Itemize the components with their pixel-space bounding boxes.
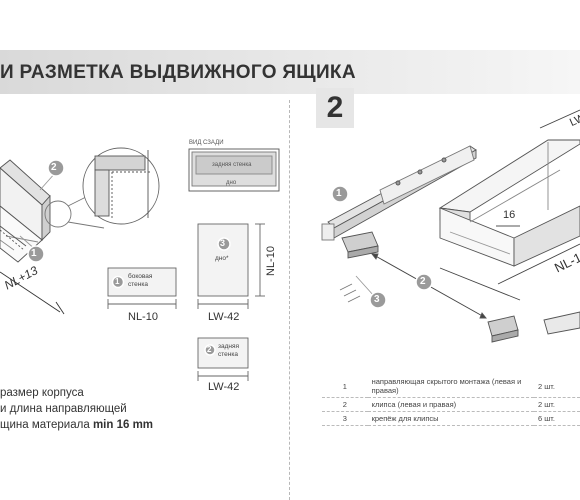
table-row: 3 крепёж для клипсы 6 шт. (322, 411, 580, 426)
legend-line-3-emphasis: min 16 mm (92, 419, 154, 431)
parts-table: 1 направляющая скрытого монтажа (левая и… (322, 375, 580, 426)
part-qty: 2 шт. (533, 397, 580, 412)
callout-3-bottom: 3 (220, 238, 226, 248)
page-title: И РАЗМЕТКА ВЫДВИЖНОГО ЯЩИКА (0, 62, 356, 83)
runner-illustration (321, 145, 477, 241)
legend-line-2: и длина направляющей (0, 403, 127, 415)
dim-back-width: LW-42 (208, 381, 240, 393)
title-banner (0, 50, 580, 94)
side-panel-label: боковая стенка (128, 273, 153, 288)
dim-bottom-width: LW-42 (208, 311, 240, 323)
part-qty: 6 шт. (533, 411, 580, 426)
table-row: 1 направляющая скрытого монтажа (левая и… (322, 375, 580, 398)
clip-illustration (341, 231, 580, 343)
callout-2-back: 2 (207, 345, 212, 354)
callout-2-right: 2 (420, 276, 426, 287)
back-panel-label: задняя стенка (218, 343, 240, 358)
part-number: 3 (322, 411, 368, 426)
part-qty: 2 шт. (533, 375, 580, 398)
part-number: 1 (322, 375, 368, 398)
dim-bottom-height: NL-10 (265, 246, 277, 276)
legend-line-1: размер корпуса (0, 387, 84, 399)
legend: размер корпуса и длина направляющей щина… (0, 385, 153, 433)
table-row: 2 клипса (левая и правая) 2 шт. (322, 397, 580, 412)
callout-1-right: 1 (336, 188, 342, 199)
part-name: крепёж для клипсы (367, 411, 534, 426)
legend-line-3: щина материала min 16 mm (0, 417, 153, 433)
callout-1-left: 1 (31, 248, 37, 259)
rear-view-label: ВИД СЗАДИ (189, 140, 224, 146)
callout-1-side: 1 (115, 277, 120, 286)
part-name: направляющая скрытого монтажа (левая и п… (367, 375, 534, 398)
callout-3-right: 3 (374, 294, 380, 305)
dim-16: 16 (503, 209, 516, 221)
section-divider (289, 100, 290, 500)
drawer-isometric-right (438, 139, 580, 267)
dim-side-width: NL-10 (128, 311, 158, 323)
legend-line-3-text: щина материала (0, 419, 93, 431)
bottom-panel-label: дно* (215, 255, 229, 262)
part-name: клипса (левая и правая) (367, 397, 534, 412)
part-number: 2 (322, 397, 368, 412)
callout-2-left: 2 (51, 162, 57, 173)
rear-wall-label: задняя стенка (212, 162, 252, 168)
bottom-label: дно (226, 180, 237, 186)
step-badge: 2 (316, 88, 354, 128)
